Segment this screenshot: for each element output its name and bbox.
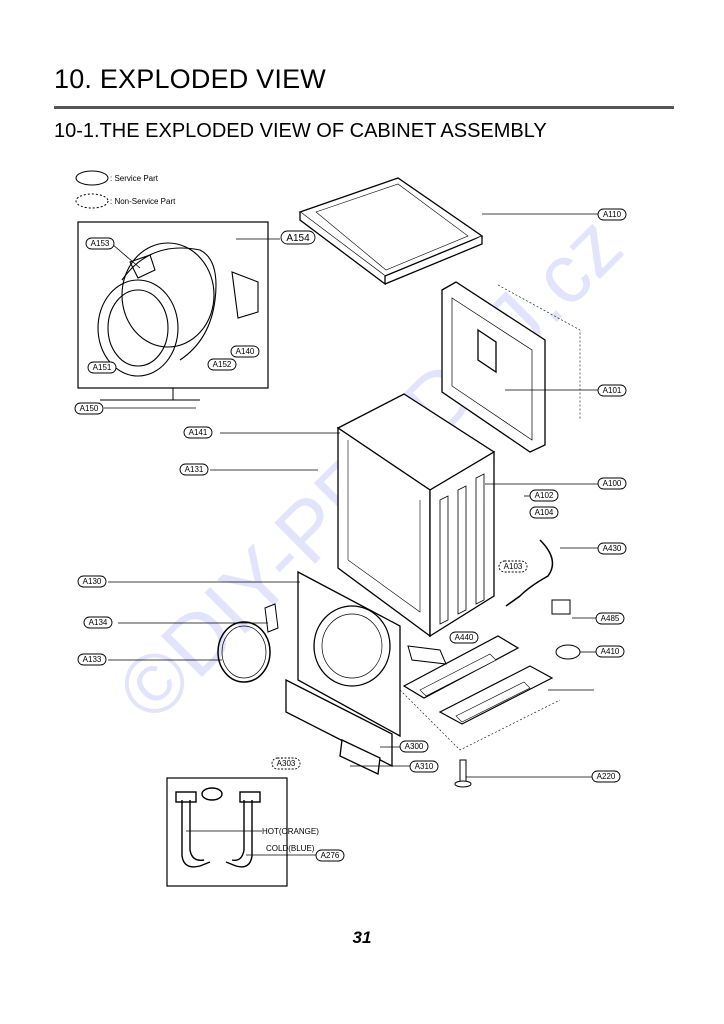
cabinet-body [336, 393, 496, 638]
label-A141 [183, 426, 213, 439]
label-A100 [597, 477, 627, 490]
svg-text:A310: A310 [415, 762, 434, 771]
label-A101 [597, 384, 627, 397]
label-A485 [595, 612, 625, 625]
svg-text:A102: A102 [535, 491, 554, 500]
svg-text:A440: A440 [455, 633, 474, 642]
label-A430 [597, 542, 627, 555]
page-title: 10. EXPLODED VIEW [54, 64, 326, 94]
legend-non-service-label: : Non-Service Part [110, 197, 176, 206]
label-A110 [597, 208, 627, 221]
svg-text:A100: A100 [603, 479, 622, 488]
part-labels [74, 208, 627, 862]
label-A104 [529, 506, 559, 519]
label-A133 [77, 653, 107, 666]
svg-text:A110: A110 [603, 210, 622, 219]
service-part-symbol [75, 170, 109, 186]
label-A152 [207, 358, 237, 371]
svg-text:A276: A276 [321, 851, 340, 860]
label-A140 [230, 345, 260, 358]
svg-text:A154: A154 [286, 233, 310, 244]
svg-text:A150: A150 [80, 404, 99, 413]
label-A151 [87, 361, 117, 374]
leveling-foot [454, 759, 472, 788]
hinge [264, 603, 279, 633]
door-gasket [217, 621, 271, 683]
svg-text:A485: A485 [601, 614, 620, 623]
label-A134 [83, 616, 113, 629]
label-A154 [280, 230, 316, 245]
svg-text:A303: A303 [277, 759, 296, 768]
filter-part [551, 599, 571, 615]
svg-text:A151: A151 [93, 363, 112, 372]
top-cover [298, 177, 484, 286]
base-brackets [402, 635, 554, 725]
svg-text:A410: A410 [601, 647, 620, 656]
hose-box [166, 777, 288, 887]
section-subtitle: 10-1.THE EXPLODED VIEW OF CABINET ASSEMB… [54, 120, 547, 142]
svg-text:A134: A134 [89, 618, 108, 627]
svg-text:A152: A152 [213, 360, 232, 369]
power-cord [505, 539, 554, 607]
wire-harness [407, 645, 447, 665]
label-A130 [77, 575, 107, 588]
svg-text:A140: A140 [236, 347, 255, 356]
door-assembly [97, 242, 259, 377]
label-A440 [449, 631, 479, 644]
svg-text:A130: A130 [83, 577, 102, 586]
svg-text:A430: A430 [603, 544, 622, 553]
label-A102 [529, 489, 559, 502]
page-number: 31 [352, 928, 372, 947]
label-A150 [74, 402, 104, 415]
back-panel [441, 281, 546, 453]
label-A310 [409, 760, 439, 773]
svg-text:A131: A131 [185, 465, 204, 474]
label-A300 [399, 740, 429, 753]
label-A303 [271, 757, 301, 770]
svg-text:A103: A103 [504, 562, 523, 571]
svg-text:A300: A300 [405, 742, 424, 751]
inlet-hoses [175, 787, 261, 868]
hot-hose-label: HOT(ORANGE) [262, 827, 319, 836]
label-A410 [595, 645, 625, 658]
svg-text:A141: A141 [189, 428, 208, 437]
label-A276 [315, 849, 345, 862]
part-label-texts: A110 A154 A153 A140 A151 A152 A150 A101 … [80, 210, 622, 860]
non-service-part-symbol [75, 193, 109, 209]
drain-pump [555, 644, 581, 660]
legend-service-label: : Service Part [110, 174, 159, 183]
label-A131 [179, 463, 209, 476]
title-divider [54, 106, 674, 109]
label-A220 [591, 770, 621, 783]
cold-hose-label: COLD(BLUE) [266, 844, 315, 853]
label-A153 [85, 237, 115, 250]
svg-text:A133: A133 [83, 655, 102, 664]
svg-text:A220: A220 [597, 772, 616, 781]
svg-text:A153: A153 [91, 239, 110, 248]
svg-text:A101: A101 [603, 386, 622, 395]
svg-text:A104: A104 [535, 508, 554, 517]
label-A103 [498, 560, 528, 573]
front-panel [297, 570, 401, 738]
